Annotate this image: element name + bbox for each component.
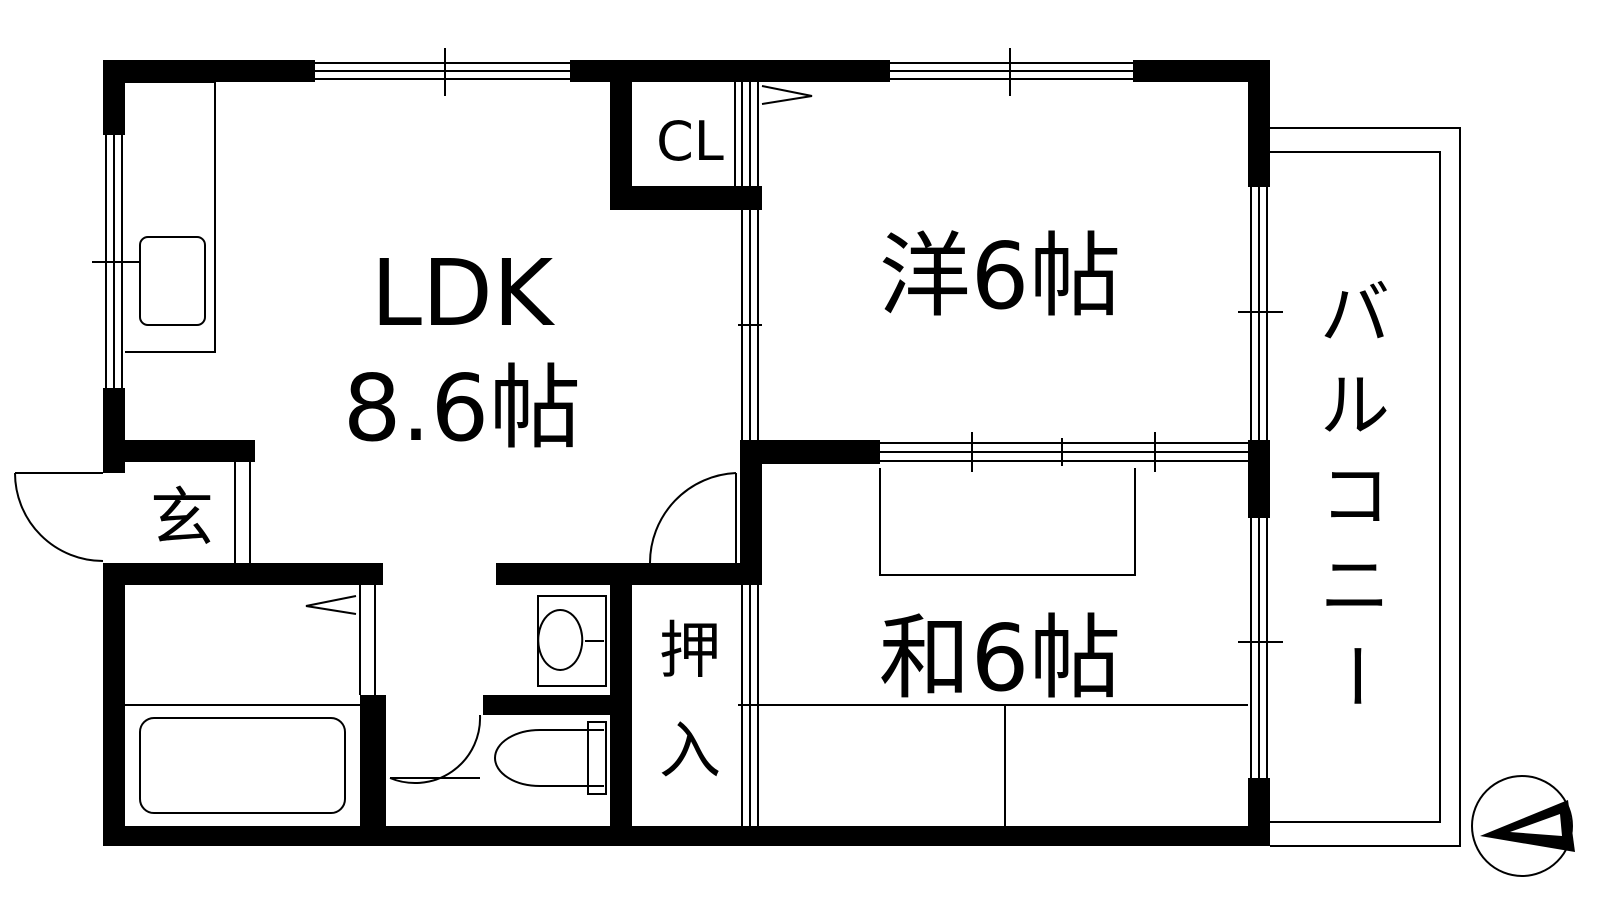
balcony-char: ニ (1320, 545, 1390, 627)
outer-walls (103, 60, 1270, 846)
windows (92, 48, 1283, 778)
balcony-char: コ (1320, 455, 1390, 537)
balcony-char: バ (1320, 273, 1390, 355)
ldk-label: LDK (371, 240, 556, 347)
western-room-label: 洋6帖 (879, 223, 1122, 330)
closet-label: CL (656, 110, 724, 173)
ldk-size-label: 8.6帖 (343, 355, 581, 462)
bathtub-icon (139, 717, 346, 814)
interior-walls (103, 60, 880, 846)
oshiire-label-top: 押 (659, 614, 721, 687)
fixtures (125, 81, 1248, 826)
oshiire-label-bottom: 入 (659, 714, 721, 787)
entrance-label: 玄 (150, 482, 214, 556)
japanese-room-label: 和6帖 (879, 605, 1122, 712)
sink-icon (139, 236, 206, 326)
balcony-char: ー (1314, 641, 1396, 711)
north-arrow-icon (1471, 775, 1575, 877)
balcony-label: バ ル コ ニ ー (1314, 273, 1396, 711)
door-swings (14, 472, 737, 785)
sliding-doors (738, 82, 1248, 826)
balcony (1270, 127, 1461, 847)
toilet-icon (494, 729, 604, 787)
balcony-char: ル (1320, 365, 1390, 447)
